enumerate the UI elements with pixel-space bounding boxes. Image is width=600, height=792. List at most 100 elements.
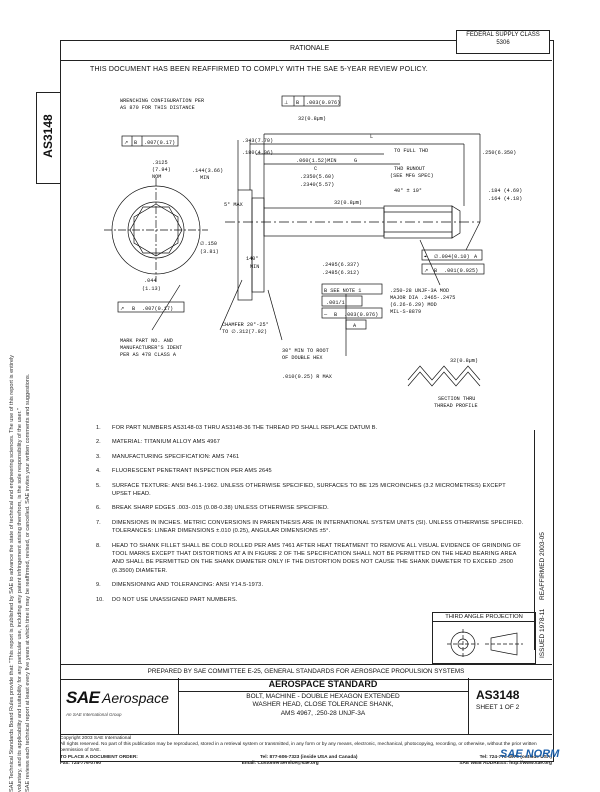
thread-profile — [407, 365, 481, 381]
hex-head-outline — [251, 197, 265, 293]
fcf-b-symbol: ↗ — [120, 306, 124, 312]
note-item: 7.DIMENSIONS IN INCHES. METRIC CONVERSIO… — [96, 519, 524, 535]
dim-b-see-note: B SEE NOTE 1 — [324, 288, 361, 294]
dim-794: (7.94) — [152, 167, 171, 173]
fcf-right-datum: B — [434, 268, 437, 274]
fcf-mid-symbol: ⌖ — [424, 254, 427, 260]
dim-2495: .2495(6.337) — [322, 262, 359, 268]
left-legal-note-line3: SAE reviews each technical report at lea… — [25, 373, 31, 792]
dim-044: .044 — [144, 278, 156, 284]
mark-label-1: MARK PART NO. AND — [120, 338, 173, 344]
dim-32a: 32(0.8µm) — [298, 116, 326, 122]
wrenching-label-2: AS 870 FOR THIS DISTANCE — [120, 105, 195, 111]
left-legal-note-line1: SAE Technical Standards Board Rules prov… — [9, 354, 15, 792]
note-item: 10.DO NOT USE UNASSIGNED PART NUMBERS. — [96, 596, 238, 603]
contact-row: Fax: 724-776-0790 Email: CustomerService… — [60, 761, 552, 767]
note-item: 6.BREAK SHARP EDGES .003-.015 (0.08-0.38… — [96, 505, 329, 512]
note-item: 4.FLUORESCENT PENETRANT INSPECTION PER A… — [96, 468, 272, 475]
part-description: BOLT, MACHINE - DOUBLE HEXAGON EXTENDED … — [178, 693, 468, 718]
fcf-tbox-datum: B — [334, 312, 337, 318]
order-tel-outside: Tel: 724-776-4970 (outside USA) — [479, 754, 552, 760]
dim-nom: NOM — [152, 174, 161, 180]
dim-343: .343(7.70) — [242, 138, 273, 144]
dim-113: (1.13) — [142, 286, 161, 292]
dim-2340: .2340(5.57) — [300, 182, 334, 188]
thread-spec-2: MAJOR DIA .2465-.2475 — [390, 295, 455, 301]
note-item: 3.MANUFACTURING SPECIFICATION: AMS 7461 — [96, 453, 240, 460]
fcf-top-value: .003(0.076) — [306, 100, 340, 106]
dim-g: G — [354, 158, 357, 164]
dim-140: 140° — [246, 256, 258, 262]
dim-060: .060(1.52)MIN — [296, 158, 336, 164]
reaffirmed-date: REAFFIRMED 2003-05 — [539, 532, 546, 600]
dim-140-min: MIN — [250, 264, 259, 270]
dim-180: .180(4.06) — [242, 150, 273, 156]
left-legal-note: SAE Technical Standards Board Rules prov… — [8, 172, 32, 792]
note-item: 1.FOR PART NUMBERS AS3148-03 THRU AS3148… — [96, 425, 378, 431]
web-address[interactable]: SAE WEB ADDRESS: http://www.sae.org — [459, 760, 552, 766]
footer: Copyright 2003 SAE International All rig… — [60, 736, 552, 767]
note-item: 8.HEAD TO SHANK FILLET SHALL BE COLD ROL… — [96, 542, 521, 574]
dim-2485: .2485(6.312) — [322, 270, 359, 276]
wrenching-label-1: WRENCHING CONFIGURATION PER — [120, 98, 204, 104]
logo-tagline: An SAE International Group — [66, 712, 122, 717]
bolt-drawing: WRENCHING CONFIGURATION PER AS 870 FOR T… — [104, 95, 522, 409]
copyright-line: Copyright 2003 SAE International — [60, 736, 132, 741]
dim-c: C — [314, 166, 317, 172]
sae-aerospace-logo: SAE Aerospace An SAE International Group — [60, 678, 179, 734]
dim-184: .184 (4.69) — [488, 188, 522, 194]
note-item: 5.SURFACE TEXTURE: ANSI B46.1-1962. UNLE… — [96, 482, 506, 498]
fcf-mid-datum: A — [474, 254, 478, 260]
order-label: TO PLACE A DOCUMENT ORDER: — [60, 754, 138, 760]
date-strip: REAFFIRMED 2003-05 ISSUED 1978-11 — [534, 430, 553, 658]
dim-381: (3.81) — [200, 249, 219, 255]
standard-type: AEROSPACE STANDARD — [178, 678, 468, 692]
chamfer-label-1: CHAMFER 20°-25° — [222, 322, 269, 328]
part-description-line3: AMS 4967, .250-28 UNJF-3A — [280, 709, 366, 717]
fcf-mid-value: ∅.004(0.10) — [434, 254, 470, 260]
rationale-text: THIS DOCUMENT HAS BEEN REAFFIRMED TO COM… — [90, 66, 428, 73]
radius-label: .010(0.25) R MAX — [282, 374, 333, 380]
note-item: 9.DIMENSIONING AND TOLERANCING: ANSI Y14… — [96, 582, 264, 589]
datum-a: A — [353, 323, 357, 329]
drawing-frame — [60, 40, 554, 762]
dim-164: .164 (4.18) — [488, 196, 522, 202]
fcf-right-symbol: ↗ — [424, 268, 428, 274]
dim-2350: .2350(5.60) — [300, 174, 334, 180]
dim-150: ∅.150 — [200, 241, 217, 247]
left-legal-note-line2: voluntary, and its applicability and sui… — [17, 408, 23, 792]
order-email[interactable]: Email: CustomerService@sae.org — [241, 760, 319, 766]
notes-list: 1.FOR PART NUMBERS AS3148-03 THRU AS3148… — [96, 424, 526, 610]
dim-5max: 5° MAX — [224, 202, 244, 208]
fcf-top-datum: B — [296, 100, 299, 106]
fcf-tbox-symbol: — — [323, 312, 328, 318]
thread-spec-1: .250-28 UNJF-3A MOD — [390, 288, 449, 294]
fcf-right-value: .001(0.025) — [444, 268, 478, 274]
title-block-description: AEROSPACE STANDARD BOLT, MACHINE - DOUBL… — [178, 678, 469, 734]
dim-001: .001/1 — [326, 300, 345, 306]
rights-line: All rights reserved. No part of this pub… — [60, 742, 537, 754]
fcf-tbox-value: .003(0.076) — [344, 312, 378, 318]
dim-144: .144(3.66) — [192, 168, 223, 174]
order-fax: Fax: 724-776-0790 — [60, 760, 102, 766]
fcf-left-datum: B — [134, 140, 137, 146]
logo-sae: SAE — [66, 688, 100, 707]
prepared-by: PREPARED BY SAE COMMITTEE E-25, GENERAL … — [60, 664, 552, 680]
order-row: TO PLACE A DOCUMENT ORDER: Tel: 877-606-… — [60, 755, 552, 761]
dim-144-min: MIN — [200, 175, 209, 181]
dim-to-full-thd: TO FULL THD — [394, 148, 428, 154]
federal-supply-class-label: FEDERAL SUPPLY CLASS — [466, 32, 540, 38]
side-doc-id-box: AS3148 — [36, 92, 61, 184]
dim-runout-2: (SEE MFG SPEC) — [390, 173, 434, 179]
mark-label-2: MANUFACTURER'S IDENT — [120, 345, 182, 351]
document-number: AS3148 — [476, 688, 520, 702]
dim-250: .250(6.350) — [482, 150, 516, 156]
fcf-top-symbol: ⊥ — [284, 100, 289, 106]
thread-spec-4: MIL-S-8879 — [390, 309, 421, 315]
fcf-b-datum: B — [132, 306, 135, 312]
dim-32b: 32(0.8µm) — [334, 200, 362, 206]
projection-symbol-icon — [447, 629, 523, 659]
section-label-1: SECTION THRU — [438, 396, 475, 402]
dim-3125: .3125 — [152, 160, 168, 166]
sheet-number: SHEET 1 OF 2 — [476, 704, 520, 711]
